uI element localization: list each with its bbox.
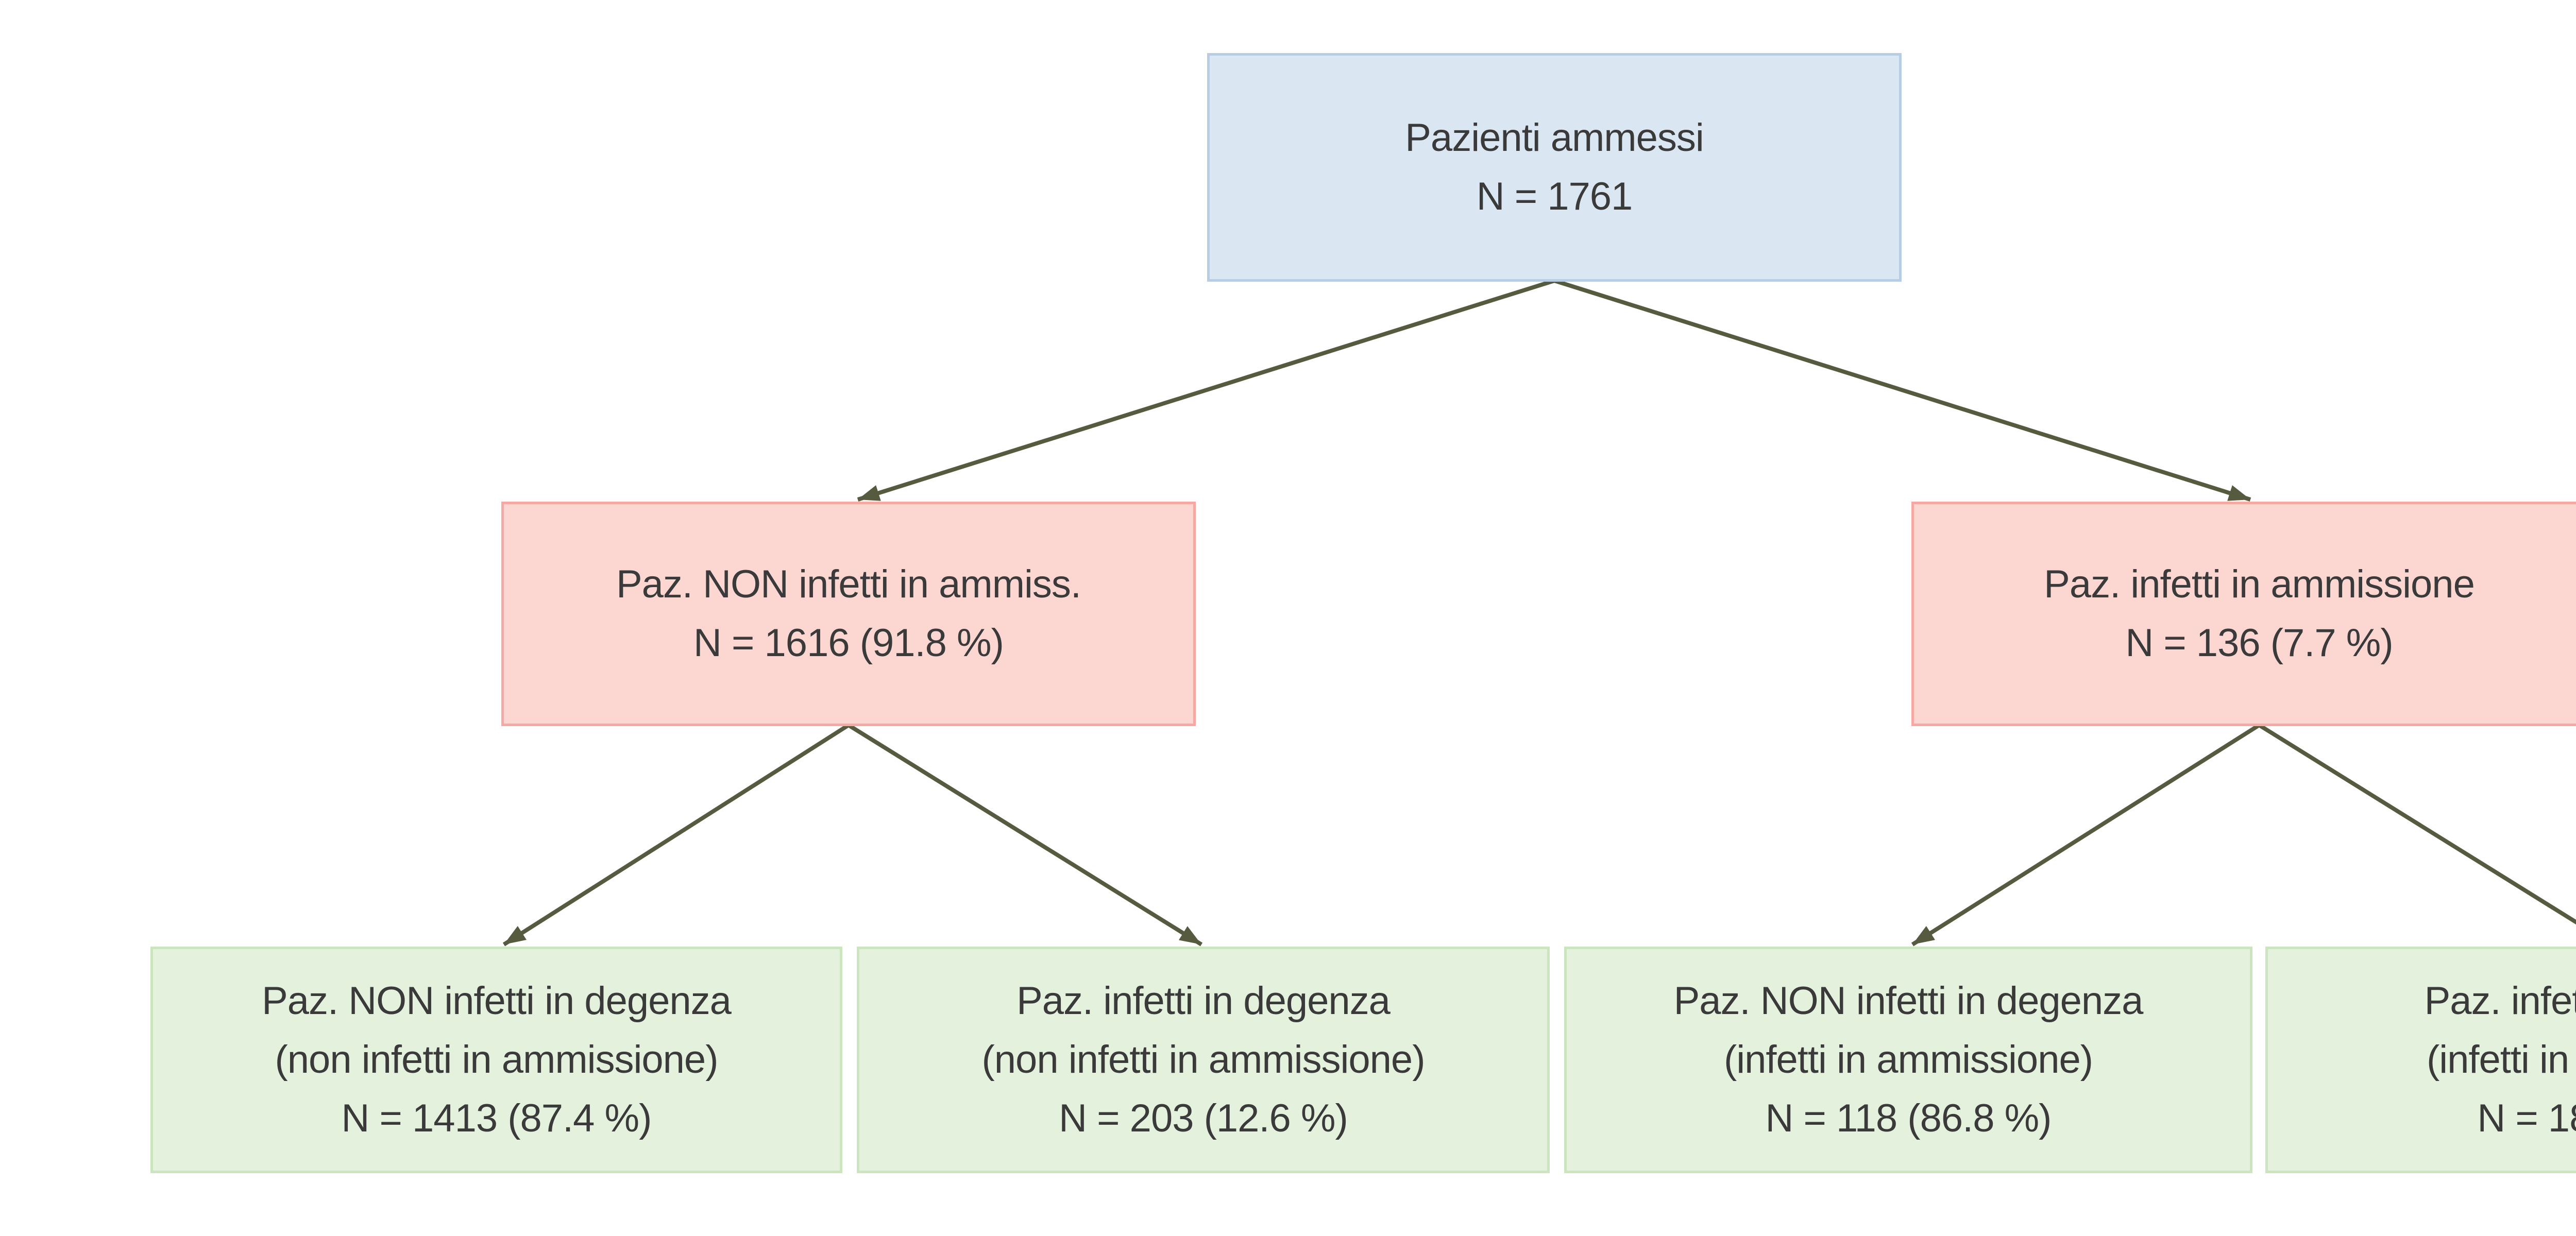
node-non-infetti-degenza-da-non-infetti: Paz. NON infetti in degenza (non infetti… [150, 947, 842, 1173]
node-qualifier: (non infetti in ammissione) [981, 1038, 1425, 1082]
arrow-root-to-noninfected-admission [857, 279, 1555, 502]
arrow-infadm-to-infected-stay [2258, 723, 2576, 925]
node-label: Paz. infetti in degenza [1016, 979, 1391, 1023]
node-label: Paz. NON infetti in degenza [262, 979, 732, 1023]
node-label: Paz. NON infetti in degenza [1673, 979, 2144, 1023]
node-infetti-degenza-da-non-infetti: Paz. infetti in degenza (non infetti in … [857, 947, 1550, 1173]
node-count: N = 118 (86.8 %) [1765, 1096, 2052, 1140]
node-count: N = 203 (12.6 %) [1059, 1096, 1348, 1140]
node-label: Paz. infetti in ammissione [2044, 562, 2475, 606]
node-count: N = 18 (13.2 %) [2477, 1096, 2576, 1140]
node-qualifier: (non infetti in ammissione) [275, 1038, 718, 1082]
arrow-root-to-infected-admission [1553, 279, 2251, 502]
node-infetti-in-ammissione: Paz. infetti in ammissione N = 136 (7.7 … [1911, 502, 2576, 726]
node-label: Paz. infetti in degenza [2424, 979, 2576, 1023]
node-qualifier: (infetti in ammissione) [2426, 1038, 2576, 1082]
node-non-infetti-degenza-da-infetti: Paz. NON infetti in degenza (infetti in … [1564, 947, 2252, 1173]
node-qualifier: (infetti in ammissione) [1723, 1038, 2093, 1082]
node-count: N = 136 (7.7 %) [2125, 621, 2393, 665]
node-label: Pazienti ammessi [1405, 116, 1704, 160]
arrow-noninfadm-to-infected-stay [847, 723, 1203, 947]
node-label: Paz. NON infetti in ammiss. [616, 562, 1081, 606]
node-count: N = 1616 (91.8 %) [693, 621, 1004, 665]
node-count: N = 1761 [1476, 175, 1633, 218]
node-non-infetti-in-ammissione: Paz. NON infetti in ammiss. N = 1616 (91… [501, 502, 1196, 726]
node-infetti-degenza-da-infetti: Paz. infetti in degenza (infetti in ammi… [2265, 947, 2576, 1173]
node-count: N = 1413 (87.4 %) [341, 1096, 652, 1140]
node-pazienti-ammessi: Pazienti ammessi N = 1761 [1207, 53, 1902, 282]
arrow-noninfadm-to-noninfected-stay [502, 723, 850, 947]
arrow-infadm-to-noninfected-stay [1911, 723, 2261, 947]
